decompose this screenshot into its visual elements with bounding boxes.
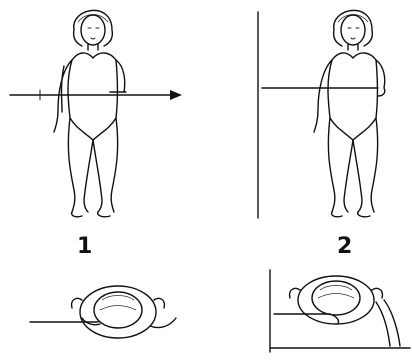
panel-label-2: 2	[337, 236, 352, 258]
panel-label-1: 1	[77, 236, 92, 258]
figure-1-top-view	[30, 286, 176, 338]
figure-1-standing	[10, 10, 182, 216]
figure-2-standing	[258, 10, 385, 218]
figure-2-top-view	[270, 270, 410, 352]
